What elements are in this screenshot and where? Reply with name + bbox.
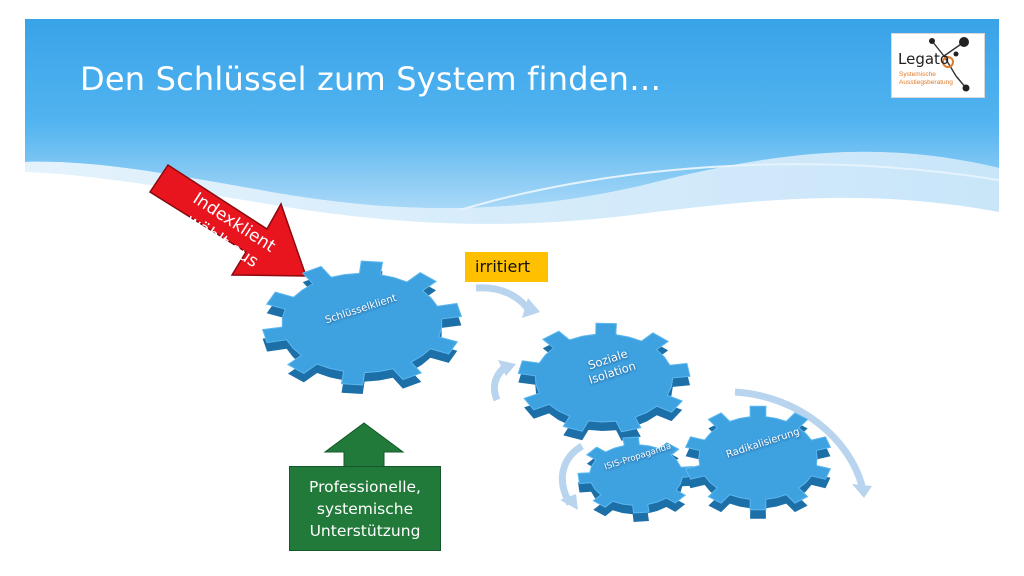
support-box: Professionelle, systemische Unterstützun… xyxy=(289,466,441,551)
gear-face-soziale-isolation xyxy=(517,322,691,433)
logo-name: Legato xyxy=(898,50,950,68)
irritiert-box: irritiert xyxy=(465,252,548,282)
red-arrow xyxy=(148,163,308,277)
legato-logo: Legato Systemische Ausstiegsberatung xyxy=(891,33,985,98)
green-arrow xyxy=(323,422,405,469)
gear-soziale-isolation xyxy=(517,322,691,441)
logo-network-icon xyxy=(929,37,970,92)
logo-subtitle: Systemische Ausstiegsberatung xyxy=(899,71,953,86)
curved-arrow-bottom xyxy=(558,442,584,506)
header-wave xyxy=(25,151,999,224)
gear-radikalisierung xyxy=(684,405,832,519)
curved-arrow-top xyxy=(475,284,533,315)
gear-face-isis-propaganda xyxy=(577,436,695,514)
gear-face-schluesselklient xyxy=(261,260,463,386)
slide-title: Den Schlüssel zum System finden… xyxy=(80,60,662,98)
gear-face-radikalisierung xyxy=(684,405,832,511)
header-band xyxy=(25,19,999,209)
gear-schluesselklient xyxy=(261,260,463,394)
gear-isis-propaganda xyxy=(577,436,695,522)
curved-arrow-right xyxy=(734,388,866,487)
